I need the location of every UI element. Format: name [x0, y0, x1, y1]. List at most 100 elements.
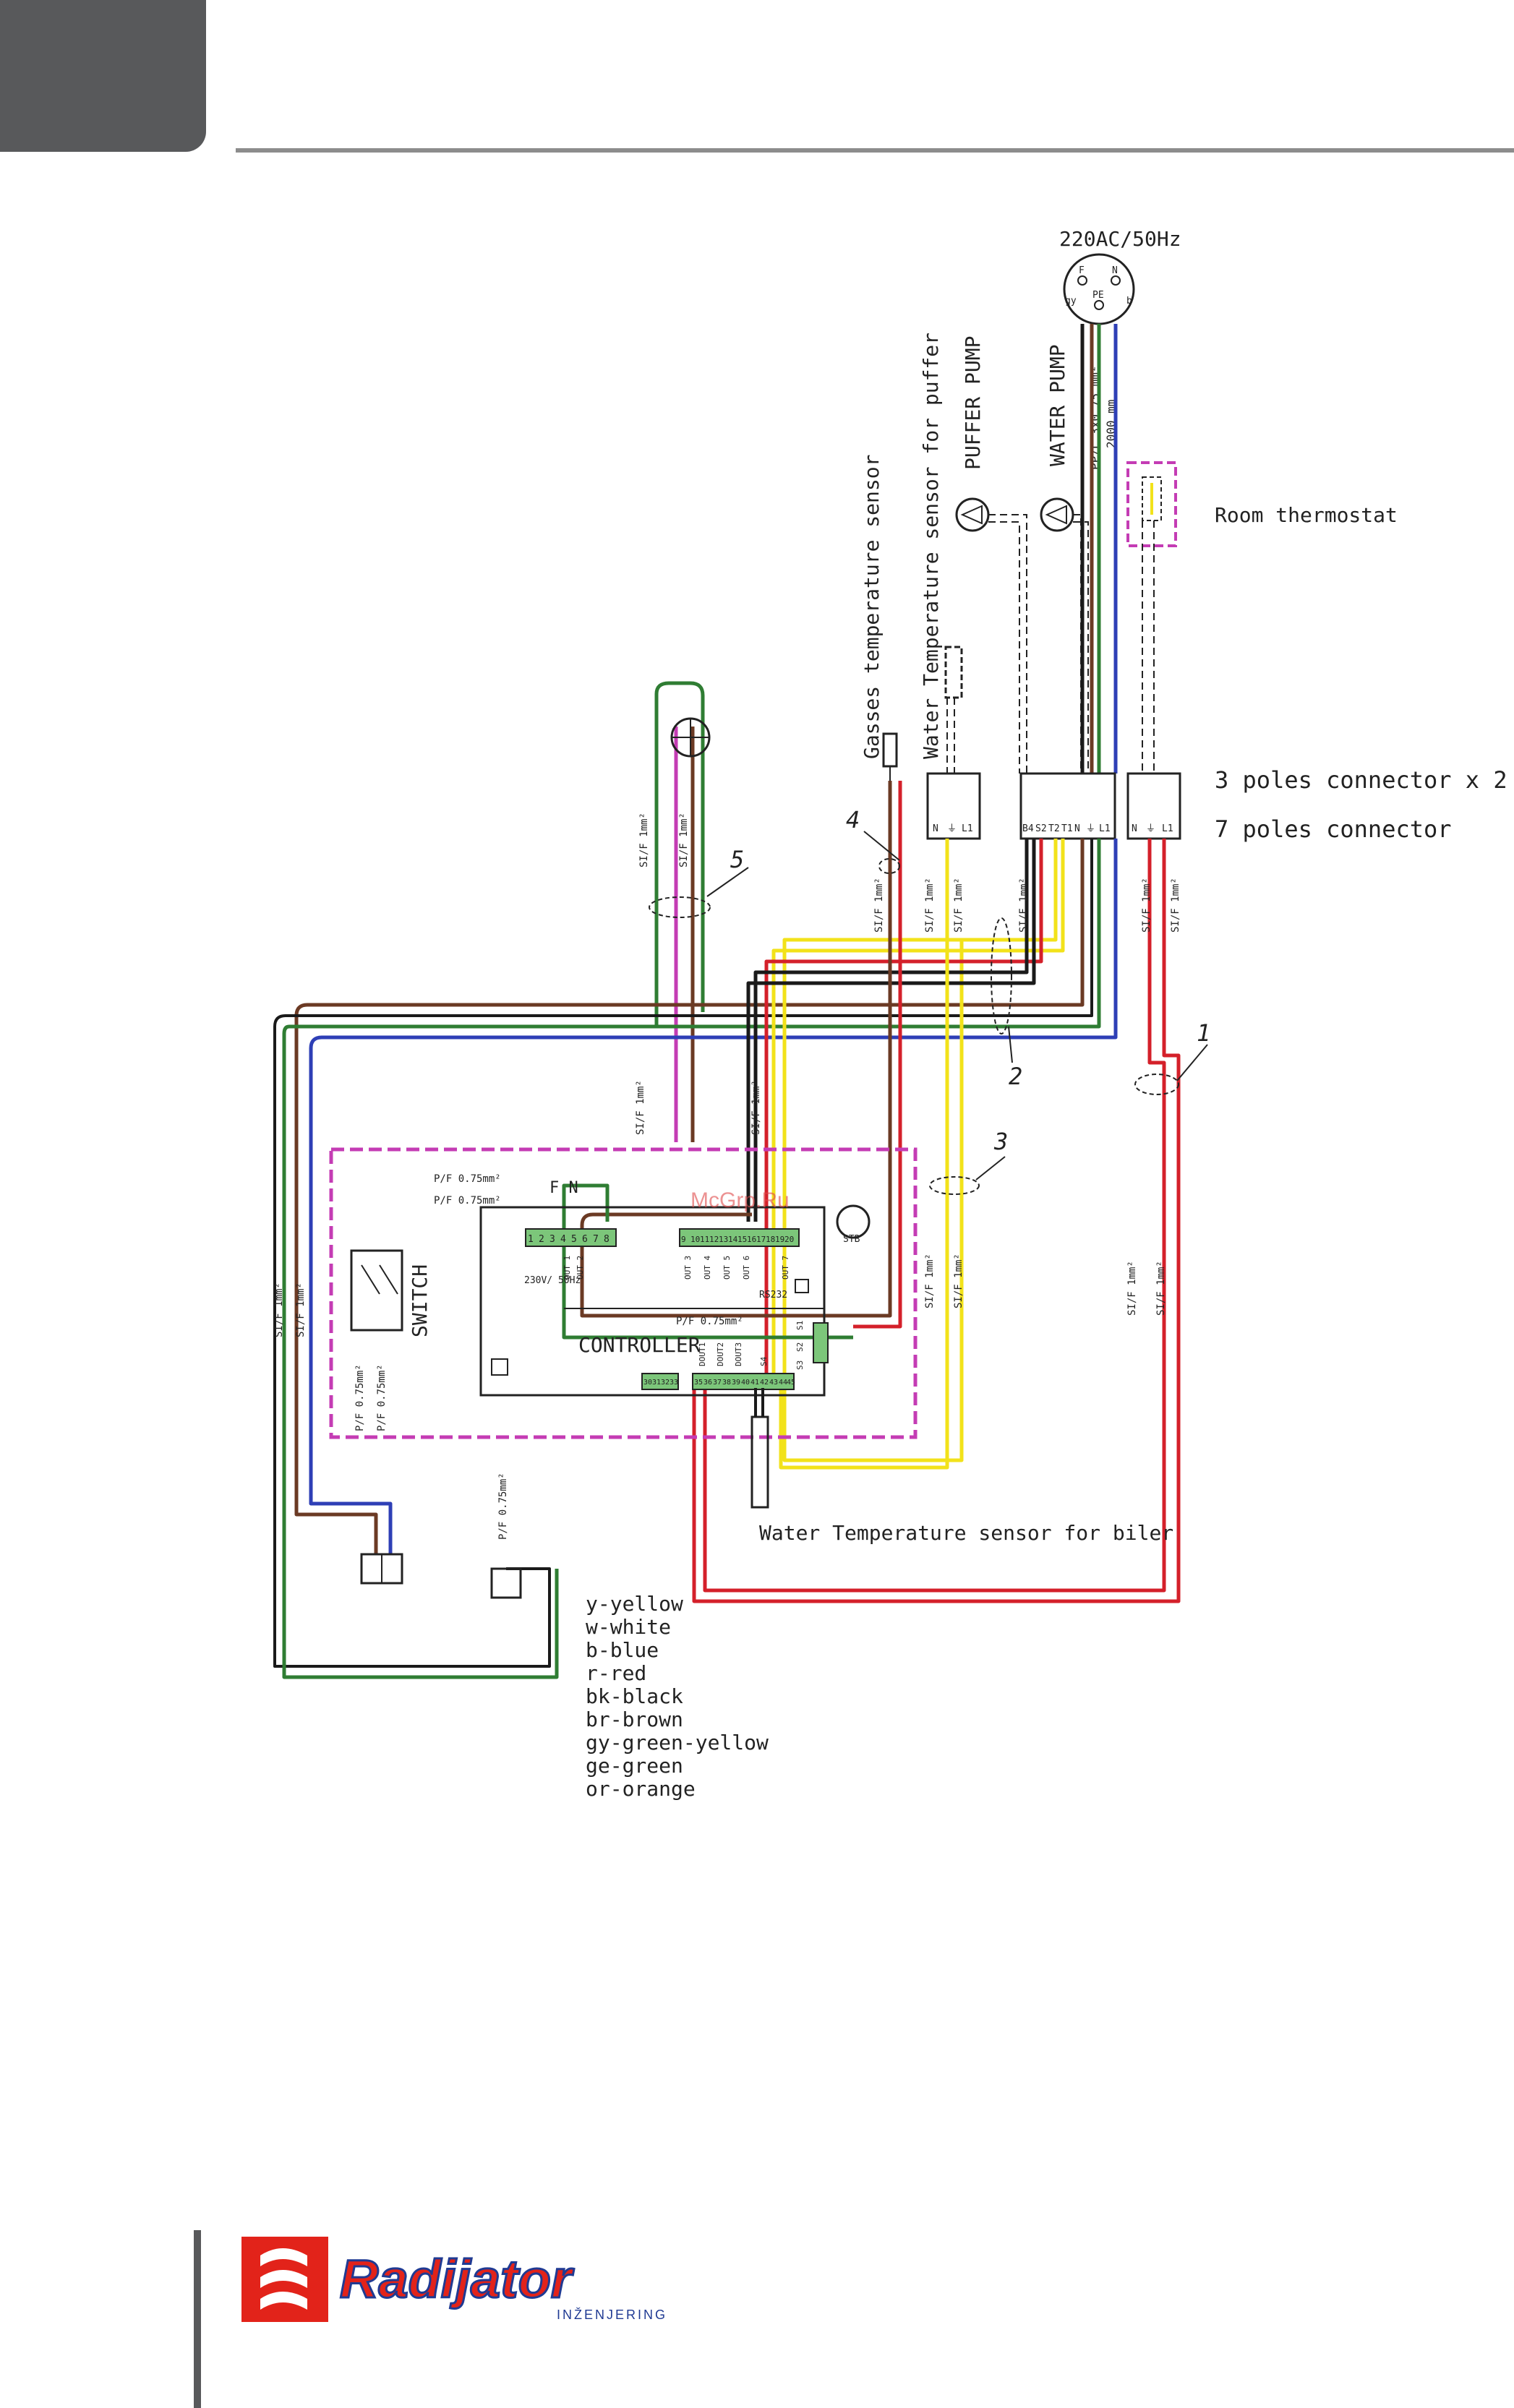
- term-45: 45: [787, 1379, 795, 1387]
- connector-a-pin-pe: ⏚: [947, 823, 957, 834]
- connector7-pin-b4: B4: [1022, 823, 1034, 834]
- plug-terminal-pe: PE: [1092, 290, 1104, 301]
- cable-number-5: 5: [730, 846, 744, 873]
- term-19: 19: [775, 1235, 784, 1244]
- plug-terminal-n: N: [1112, 265, 1118, 276]
- connector-b-pin-n: N: [1132, 823, 1137, 834]
- out-labels: OUT 1 OUT 2 OUT 3 OUT 4 OUT 5 OUT 6 OUT …: [563, 1256, 790, 1280]
- cable-spec-22: P/F 0.75mm²: [676, 1316, 743, 1327]
- term-14: 14: [728, 1235, 738, 1244]
- connector7-pin-n: N: [1074, 823, 1080, 834]
- main-switch: SWITCH: [350, 1249, 432, 1337]
- cable-spec-3: SI/F 1mm²: [873, 878, 885, 933]
- plug-terminal-b: b: [1126, 296, 1132, 307]
- term-2: 2: [539, 1234, 544, 1245]
- connector-b-pin-pe: ⏚: [1146, 823, 1155, 834]
- stb-label: STB: [843, 1234, 860, 1245]
- port-dout1: DOUT1: [698, 1342, 707, 1366]
- term-16: 16: [747, 1235, 756, 1244]
- term-39: 39: [732, 1379, 740, 1387]
- fan-motor: [670, 717, 711, 758]
- controller: F N CONTROLLER 230V/ 50Hz RS232 STB 1 2 …: [479, 1179, 871, 1397]
- water-pump-label: WATER PUMP: [1045, 344, 1069, 466]
- term-7: 7: [593, 1234, 599, 1245]
- port-s2: S2: [795, 1342, 805, 1352]
- logo-brand: Radijator: [340, 2249, 575, 2309]
- cable-spec-10: SI/F 1mm²: [750, 1080, 762, 1135]
- water-sensor-puffer: [944, 646, 963, 699]
- header-rule: [236, 148, 1514, 153]
- room-thermostat-label: Room thermostat: [1215, 503, 1398, 527]
- connector-7-label: 7 poles connector: [1215, 815, 1452, 843]
- port-s3: S3: [795, 1361, 805, 1370]
- water-sensor-puffer-label: Water Temperature sensor for puffer: [919, 333, 943, 759]
- connector-b-pin-l1: L1: [1162, 823, 1173, 834]
- out-3: OUT 3: [683, 1256, 693, 1280]
- cable-spec-labels: SI/F 1mm² SI/F 1mm² SI/F 1mm² SI/F 1mm² …: [273, 813, 1181, 1540]
- legend-item-5: bk-black: [586, 1684, 683, 1708]
- term-10: 10: [690, 1235, 700, 1244]
- connector7-pin-t1: T1: [1061, 823, 1073, 834]
- term-31: 31: [652, 1379, 661, 1387]
- term-43: 43: [769, 1379, 778, 1387]
- watermark: McGrp.Ru: [690, 1188, 790, 1212]
- term-3: 3: [549, 1234, 555, 1245]
- connector7-pin-s2: S2: [1035, 823, 1047, 834]
- port-s1: S1: [795, 1321, 805, 1330]
- cable-spec-9: SI/F 1mm²: [635, 1080, 646, 1135]
- term-44: 44: [779, 1379, 787, 1387]
- cable-spec-11: SI/F 1mm²: [924, 1254, 936, 1308]
- out-4: OUT 4: [703, 1256, 712, 1280]
- power-label: 220AC/50Hz: [1059, 227, 1181, 251]
- footer-bar: [194, 2230, 201, 2408]
- term-36: 36: [703, 1379, 712, 1387]
- boiler-enclosure: [329, 1147, 918, 1439]
- cable-number-1: 1: [1197, 1019, 1210, 1047]
- color-legend: y-yellow w-white b-blue r-red bk-black b…: [586, 1592, 769, 1801]
- legend-item-7: gy-green-yellow: [586, 1731, 769, 1754]
- cable-number-4: 4: [846, 806, 860, 834]
- port-dout2: DOUT2: [716, 1342, 725, 1366]
- term-5: 5: [571, 1234, 577, 1245]
- ground-terminals: [360, 1553, 522, 1599]
- legend-item-1: y-yellow: [586, 1592, 683, 1616]
- main-wires: [273, 681, 1181, 1679]
- plug-terminal-gy: gy: [1065, 296, 1077, 307]
- term-6: 6: [582, 1234, 588, 1245]
- terminal-strip-bottom-left: 30 31 32 33: [641, 1373, 679, 1390]
- controller-fn-label: F N: [549, 1179, 578, 1197]
- cable-spec-1: SI/F 1mm²: [638, 813, 650, 867]
- cable-markers: [649, 858, 1179, 1195]
- connector7-pin-pe: ⏚: [1086, 823, 1095, 834]
- cable-spec-13: SI/F 1mm²: [1126, 1261, 1138, 1316]
- term-9: 9: [681, 1235, 686, 1244]
- water-sensor-boiler-label: Water Temperature sensor for biler: [759, 1521, 1173, 1545]
- cable-spec-6: SI/F 1mm²: [1018, 878, 1030, 933]
- out-7: OUT 7: [781, 1256, 790, 1280]
- term-12: 12: [709, 1235, 719, 1244]
- legend-item-9: or-orange: [586, 1777, 696, 1801]
- cable-number-2: 2: [1009, 1063, 1022, 1090]
- port-s4: S4: [759, 1356, 769, 1366]
- legend-item-6: br-brown: [586, 1708, 683, 1731]
- cable-spec-16: SI/F 1mm²: [295, 1282, 307, 1337]
- connector-3-label: 3 poles connector x 2: [1215, 766, 1507, 794]
- terminal-strip-bottom-right: 35 36 37 38 39 40 41 42 43 44 45: [692, 1373, 795, 1390]
- connector-7pole: B4 S2 T2 T1 N ⏚ L1: [1019, 772, 1116, 840]
- legend-item-8: ge-green: [586, 1754, 683, 1778]
- cable-spec-8: SI/F 1mm²: [1170, 878, 1181, 933]
- power-plug: 220AC/50Hz F N PE b gy PP/L 3x0.75 mm² 2…: [1059, 227, 1181, 470]
- corner-tab: [0, 0, 206, 152]
- term-32: 32: [661, 1379, 670, 1387]
- power-wires: [1080, 324, 1118, 774]
- cable-number-leaders: [706, 831, 1208, 1181]
- term-42: 42: [760, 1379, 769, 1387]
- water-pump: WATER PUMP: [1040, 344, 1074, 532]
- term-38: 38: [722, 1379, 731, 1387]
- term-15: 15: [737, 1235, 747, 1244]
- puffer-pump-label: PUFFER PUMP: [961, 336, 985, 470]
- power-in-label: 230V/ 50Hz: [524, 1275, 581, 1286]
- cable-spec-14: SI/F 1mm²: [1155, 1261, 1167, 1316]
- cable-spec-15: SI/F 1mm²: [273, 1282, 285, 1337]
